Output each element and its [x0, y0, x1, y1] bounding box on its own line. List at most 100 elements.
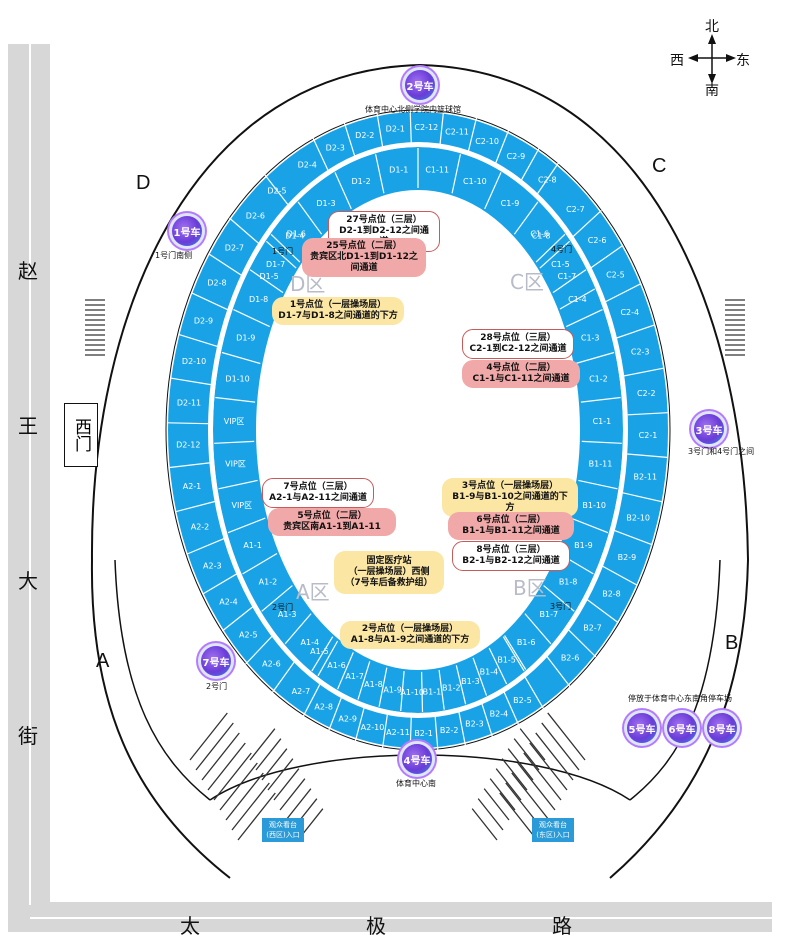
seat-outer-north-4[interactable]: C2-12: [414, 123, 438, 132]
seat-inner-south-0[interactable]: A1-5: [310, 647, 329, 656]
seat-inner-south-7[interactable]: B1-2: [442, 684, 461, 693]
seat-inner-south-6[interactable]: B1-1: [423, 687, 442, 696]
seat-inner-west-7[interactable]: VIP区: [231, 501, 252, 510]
vehicle-7-icon[interactable]: 7号车: [201, 646, 231, 676]
seat-inner-west-9[interactable]: A1-2: [259, 578, 278, 587]
vehicle-4-icon[interactable]: 4号车: [402, 744, 432, 774]
west-stand-entrance[interactable]: 观众看台(西区)入口: [262, 818, 304, 842]
seat-outer-west-2[interactable]: D2-8: [207, 279, 226, 288]
seat-inner-east-7[interactable]: B1-10: [582, 501, 606, 510]
seat-outer-west-5[interactable]: D2-11: [177, 398, 201, 407]
seat-outer-south-0[interactable]: A2-7: [292, 687, 311, 696]
seat-outer-north-5[interactable]: C2-11: [445, 127, 469, 136]
seat-inner-north-4[interactable]: D1-1: [389, 165, 408, 174]
seat-outer-south-4[interactable]: A2-11: [386, 728, 410, 737]
seat-outer-west-1[interactable]: D2-7: [225, 243, 244, 252]
seat-inner-north-3[interactable]: D1-2: [351, 177, 370, 186]
seat-inner-west-10[interactable]: A1-3: [278, 610, 297, 619]
seat-outer-west-0[interactable]: D2-6: [246, 212, 265, 221]
seat-outer-west-3[interactable]: D2-9: [194, 317, 213, 326]
seat-inner-north-7[interactable]: C1-9: [501, 199, 520, 208]
seat-outer-west-6[interactable]: D2-12: [176, 440, 200, 449]
seat-inner-south-5[interactable]: A1-10: [400, 688, 424, 697]
vehicle-5-icon[interactable]: 5号车: [627, 713, 657, 743]
seat-inner-east-4[interactable]: C1-2: [589, 375, 608, 384]
seat-outer-south-7[interactable]: B2-3: [465, 720, 484, 729]
seat-outer-west-9[interactable]: A2-3: [203, 561, 222, 570]
seat-inner-east-11[interactable]: B1-6: [517, 638, 536, 647]
seat-outer-east-7[interactable]: B2-11: [633, 473, 657, 482]
seat-inner-east-9[interactable]: B1-8: [559, 578, 578, 587]
seat-outer-north-2[interactable]: D2-2: [355, 131, 374, 140]
seat-inner-north-5[interactable]: C1-11: [425, 165, 449, 174]
vehicle-1-icon[interactable]: 1号车: [172, 216, 202, 246]
seat-outer-east-9[interactable]: B2-9: [618, 553, 637, 562]
seat-outer-south-8[interactable]: B2-4: [490, 710, 509, 719]
seat-outer-east-1[interactable]: C2-6: [588, 236, 607, 245]
seat-outer-north-1[interactable]: D2-3: [326, 143, 345, 152]
seat-inner-north-1[interactable]: D1-4: [285, 231, 304, 240]
seat-inner-north-8[interactable]: C1-8: [532, 231, 551, 240]
east-stand-entrance[interactable]: 观众看台(东区)入口: [532, 818, 574, 842]
seat-outer-east-8[interactable]: B2-10: [626, 514, 650, 523]
vehicle-8-icon[interactable]: 8号车: [707, 713, 737, 743]
seat-inner-north-6[interactable]: C1-10: [463, 177, 487, 186]
seat-outer-east-0[interactable]: C2-7: [566, 205, 585, 214]
seat-outer-east-4[interactable]: C2-3: [631, 348, 650, 357]
seat-inner-south-4[interactable]: A1-9: [383, 686, 402, 695]
seat-inner-south-10[interactable]: B1-5: [497, 656, 516, 665]
seat-inner-east-2[interactable]: C1-4: [568, 295, 587, 304]
seat-outer-south-9[interactable]: B2-5: [513, 696, 532, 705]
seat-outer-west-7[interactable]: A2-1: [183, 482, 202, 491]
seat-outer-east-12[interactable]: B2-6: [561, 653, 580, 662]
seat-inner-east-3[interactable]: C1-3: [581, 334, 600, 343]
seat-outer-west-4[interactable]: D2-10: [182, 357, 206, 366]
seat-inner-south-3[interactable]: A1-8: [364, 680, 383, 689]
seat-outer-north-3[interactable]: D2-1: [386, 125, 405, 134]
seat-outer-east-5[interactable]: C2-2: [637, 389, 656, 398]
seat-outer-north-7[interactable]: C2-9: [507, 152, 526, 161]
seat-inner-east-10[interactable]: B1-7: [540, 610, 559, 619]
seat-outer-east-10[interactable]: B2-8: [602, 590, 621, 599]
seat-inner-south-1[interactable]: A1-6: [327, 661, 346, 670]
seat-outer-east-6[interactable]: C2-1: [639, 431, 658, 440]
seat-outer-east-2[interactable]: C2-5: [606, 270, 625, 279]
seat-inner-west-0[interactable]: D1-6: [287, 230, 306, 239]
seat-outer-south-5[interactable]: B2-1: [414, 729, 433, 738]
seat-inner-east-0[interactable]: C1-6: [530, 230, 549, 239]
seat-inner-north-9[interactable]: C1-7: [558, 272, 577, 281]
seat-outer-south-3[interactable]: A2-10: [361, 723, 385, 732]
vehicle-2-icon[interactable]: 2号车: [405, 70, 435, 100]
seat-inner-west-6[interactable]: VIP区: [225, 460, 246, 469]
seat-outer-east-3[interactable]: C2-4: [620, 308, 639, 317]
seat-inner-north-0[interactable]: D1-5: [259, 272, 278, 281]
seat-inner-west-2[interactable]: D1-8: [249, 295, 268, 304]
seat-outer-west-10[interactable]: A2-4: [219, 598, 238, 607]
seat-inner-west-11[interactable]: A1-4: [301, 638, 320, 647]
seat-inner-east-6[interactable]: B1-11: [589, 460, 613, 469]
seat-inner-south-9[interactable]: B1-4: [480, 668, 499, 677]
seat-inner-west-1[interactable]: D1-7: [266, 260, 285, 269]
seat-outer-north-0[interactable]: D2-4: [298, 161, 317, 170]
seat-outer-west-12[interactable]: A2-6: [262, 660, 281, 669]
seat-inner-south-2[interactable]: A1-7: [345, 672, 364, 681]
vehicle-6-icon[interactable]: 6号车: [667, 713, 697, 743]
seat-outer-west-11[interactable]: A2-5: [239, 631, 258, 640]
seat-inner-east-1[interactable]: C1-5: [551, 260, 570, 269]
seat-inner-west-8[interactable]: A1-1: [243, 541, 262, 550]
seat-outer-north-6[interactable]: C2-10: [475, 137, 499, 146]
seat-outer-west-8[interactable]: A2-2: [191, 523, 210, 532]
vehicle-3-icon[interactable]: 3号车: [694, 414, 724, 444]
seat-inner-west-3[interactable]: D1-9: [236, 334, 255, 343]
seat-outer-south-2[interactable]: A2-9: [338, 715, 357, 724]
callout-medical: 固定医疗站（一层操场层）西侧（7号车后备救护组）: [334, 551, 444, 594]
seat-outer-south-6[interactable]: B2-2: [440, 726, 459, 735]
seat-inner-west-5[interactable]: VIP区: [224, 417, 245, 426]
seat-inner-east-8[interactable]: B1-9: [574, 541, 593, 550]
seat-inner-north-2[interactable]: D1-3: [316, 199, 335, 208]
seat-inner-west-4[interactable]: D1-10: [225, 375, 249, 384]
seat-outer-south-1[interactable]: A2-8: [314, 702, 333, 711]
seat-inner-south-8[interactable]: B1-3: [461, 677, 480, 686]
seat-inner-east-5[interactable]: C1-1: [593, 417, 612, 426]
seat-outer-east-11[interactable]: B2-7: [583, 623, 602, 632]
